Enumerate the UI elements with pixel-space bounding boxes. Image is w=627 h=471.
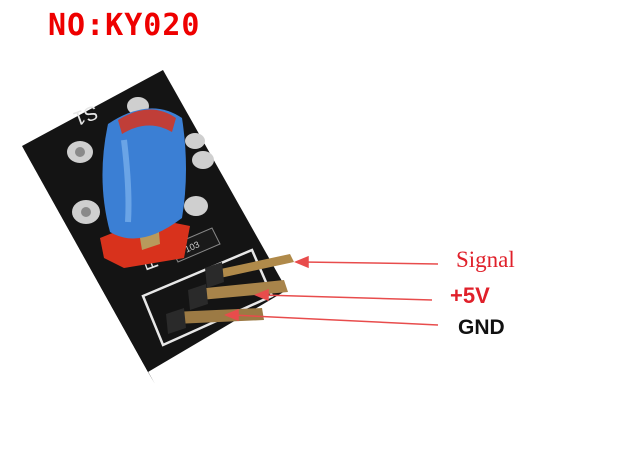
tilt-switch [102,108,186,239]
solder-pads [67,97,214,224]
pin-label-signal: Signal [456,247,515,272]
header-pins [166,254,294,334]
pin-label-gnd: GND [458,316,505,339]
pin-arrows [224,255,439,326]
pin-label-5v: +5V [450,283,490,308]
product-title: NO:KY020 [48,8,201,43]
